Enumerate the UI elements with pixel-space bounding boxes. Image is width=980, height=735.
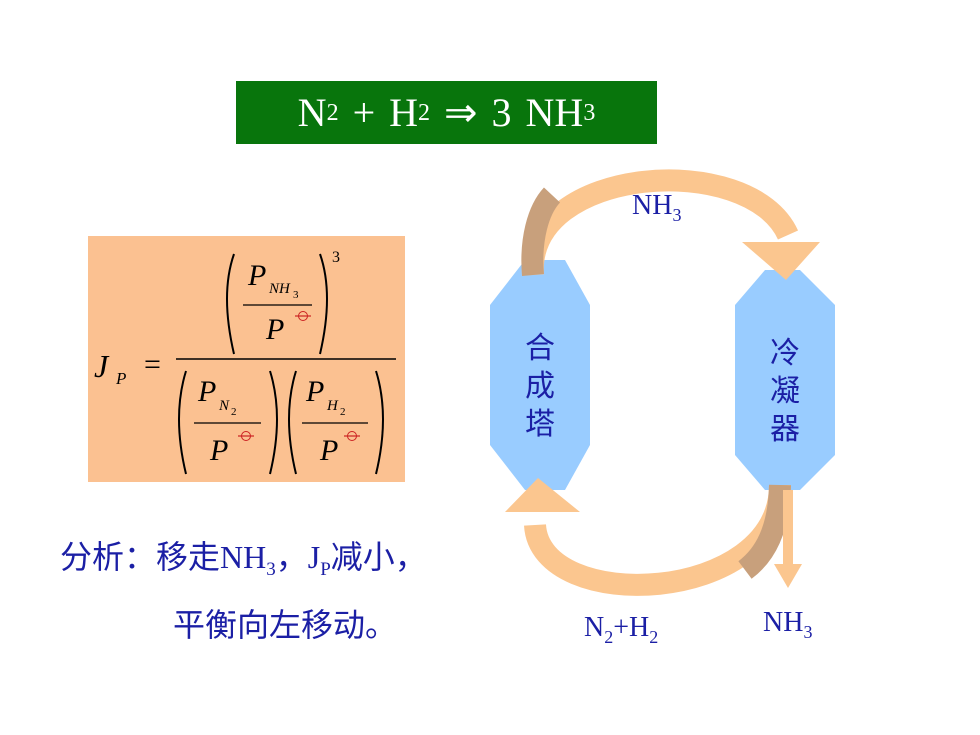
jp-formula: J P = 3 P NH 3 P P N 2 P (94, 249, 396, 475)
tower-char-2: 成 (525, 369, 555, 404)
analysis-nh-sub: 3 (266, 559, 276, 580)
den1-p-std: P (209, 434, 228, 467)
feed-n: N (584, 612, 605, 643)
condenser-shape (735, 270, 835, 490)
eq-n: N (297, 90, 327, 135)
analysis-j: J (307, 539, 321, 575)
analysis-mid: 减小， (330, 538, 427, 576)
feed-h: H (629, 612, 650, 643)
num-paren-left (226, 253, 235, 355)
formula-j-sub: P (115, 369, 126, 388)
top-nh3-base: NH (632, 190, 673, 221)
eq-h: H (389, 90, 419, 135)
tower-char-1: 合 (525, 331, 555, 366)
tower-char-3: 塔 (525, 407, 555, 442)
bottom-arrow-head (505, 478, 580, 512)
num-p-std: P (265, 313, 284, 346)
top-arrow-shadow (521, 187, 561, 276)
den2-paren-right (375, 370, 384, 475)
analysis-line-2: 平衡向左移动。 (173, 606, 398, 644)
synthesis-tower-shape (490, 260, 590, 490)
den2-p-std: P (319, 434, 338, 467)
product-nh3-base: NH (763, 607, 804, 638)
den1-paren-left (178, 370, 187, 475)
eq-plus: + (352, 90, 376, 135)
den2-standard-icon (344, 431, 360, 441)
feed-h-sub: 2 (649, 627, 659, 647)
condenser-char-3: 器 (770, 412, 800, 447)
eq-arrow: ⇒ (444, 90, 478, 135)
feed-gas-label: N2+H2 (584, 612, 659, 647)
top-arrow-head (742, 242, 820, 280)
num-paren-right (319, 253, 328, 355)
feed-n-sub: 2 (604, 627, 614, 647)
den2-paren-left (288, 370, 297, 475)
den1-sub-idx: 2 (231, 406, 237, 418)
feed-plus: + (613, 612, 630, 643)
ammonia-cycle-diagram: 合 成 塔 冷 凝 器 NH3 N2+H2 NH3 (480, 160, 860, 680)
jp-formula-box: J P = 3 P NH 3 P P N 2 P (88, 236, 405, 482)
den1-p: P (197, 375, 216, 408)
product-outlet-shaft (783, 490, 793, 568)
den1-sub-base: N (218, 398, 230, 414)
num-exponent: 3 (332, 249, 340, 266)
eq-coef: 3 (491, 90, 512, 135)
num-sub-idx: 3 (293, 289, 299, 301)
bottom-arrow-band (524, 484, 791, 596)
analysis-nh: NH (220, 539, 267, 575)
num-p: P (247, 259, 266, 292)
num-sub-base: NH (268, 281, 291, 297)
analysis-prefix: 分析：移走 (60, 538, 221, 576)
product-nh3-label: NH3 (763, 607, 813, 642)
synthesis-tower-label: 合 成 塔 (520, 330, 560, 444)
top-nh3-sub: 3 (672, 205, 682, 225)
bottom-arrow-shadow (738, 484, 791, 579)
den1-paren-right (269, 370, 278, 475)
eq-nh: NH (525, 90, 584, 135)
den2-sub-base: H (326, 398, 339, 414)
product-nh3-sub: 3 (803, 622, 813, 642)
cycle-graphics (490, 169, 835, 596)
analysis-j-sub: P (320, 559, 331, 580)
analysis-line-1: 分析：移走NH3，JP减小， (60, 532, 427, 580)
condenser-char-2: 凝 (770, 374, 800, 409)
num-standard-icon (295, 311, 311, 321)
den2-p: P (305, 375, 324, 408)
den2-sub-idx: 2 (340, 406, 346, 418)
formula-equals: = (144, 348, 161, 381)
product-outlet-head (774, 564, 802, 588)
den1-standard-icon (238, 431, 254, 441)
analysis-comma: ， (275, 538, 308, 576)
condenser-char-1: 冷 (770, 336, 800, 371)
condenser-label: 冷 凝 器 (765, 335, 805, 449)
formula-j: J (94, 348, 110, 384)
top-nh3-label: NH3 (632, 190, 682, 225)
